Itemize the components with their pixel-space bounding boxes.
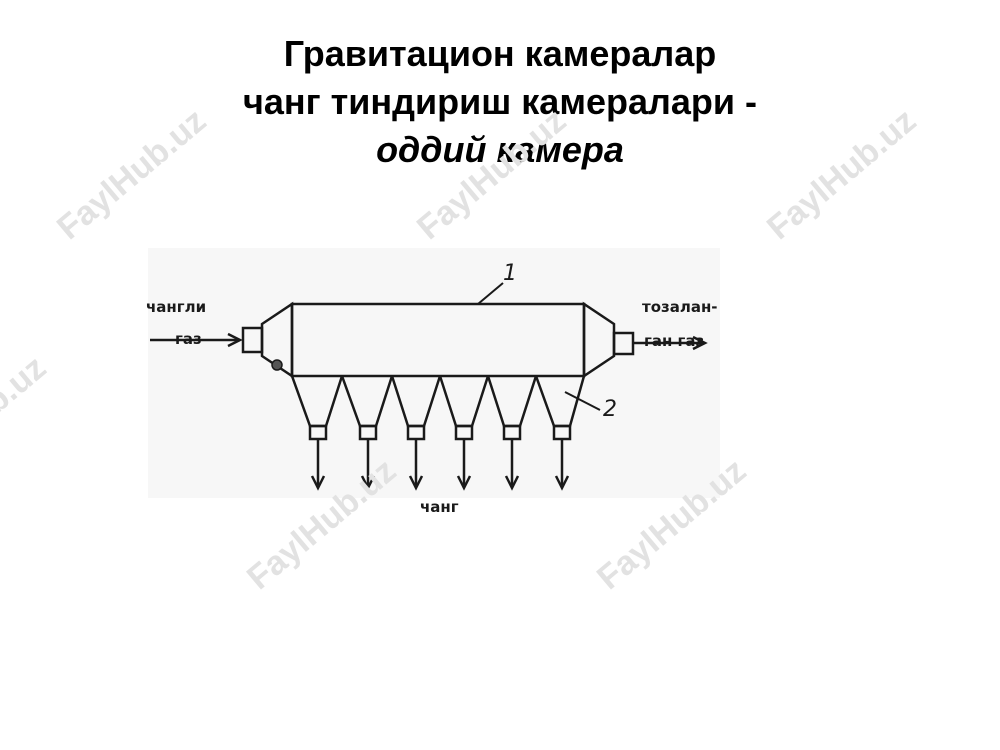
dust-hopper [438,375,490,491]
dust-particle-dot [271,359,283,371]
outlet-confuser [582,301,616,379]
outlet-arrow-head [692,335,708,351]
outlet-label-line-1: тозалан- [642,298,718,316]
callout-2-leader [564,391,601,411]
slide-title: Гравитацион камералар чанг тиндириш каме… [0,30,1000,174]
inlet-label-line-1: чангли [146,298,207,316]
dust-hopper [340,375,394,491]
inlet-arrow-head [227,332,243,348]
inlet-label-line-2: газ [175,330,202,348]
title-line-3: оддий камера [376,129,624,170]
settling-chamber-figure [148,248,720,498]
outlet-pipe [612,331,635,356]
title-line-2: чанг тиндириш камералари - [243,81,757,122]
dust-hopper [534,375,586,491]
callout-1-leader [477,282,504,305]
outlet-label-line-2: ган газ [644,332,705,350]
dust-hopper [390,375,442,491]
inlet-pipe [241,326,264,354]
dust-hoppers [290,375,586,491]
callout-1-number: 1 [503,261,517,286]
dust-hopper [486,375,538,491]
chamber-body [290,302,586,378]
inlet-diffuser [260,301,294,379]
title-line-1: Гравитацион камералар [283,33,717,74]
dust-outlet-label: чанг [420,498,459,516]
dust-hopper [290,375,344,491]
callout-2-number: 2 [603,397,617,422]
